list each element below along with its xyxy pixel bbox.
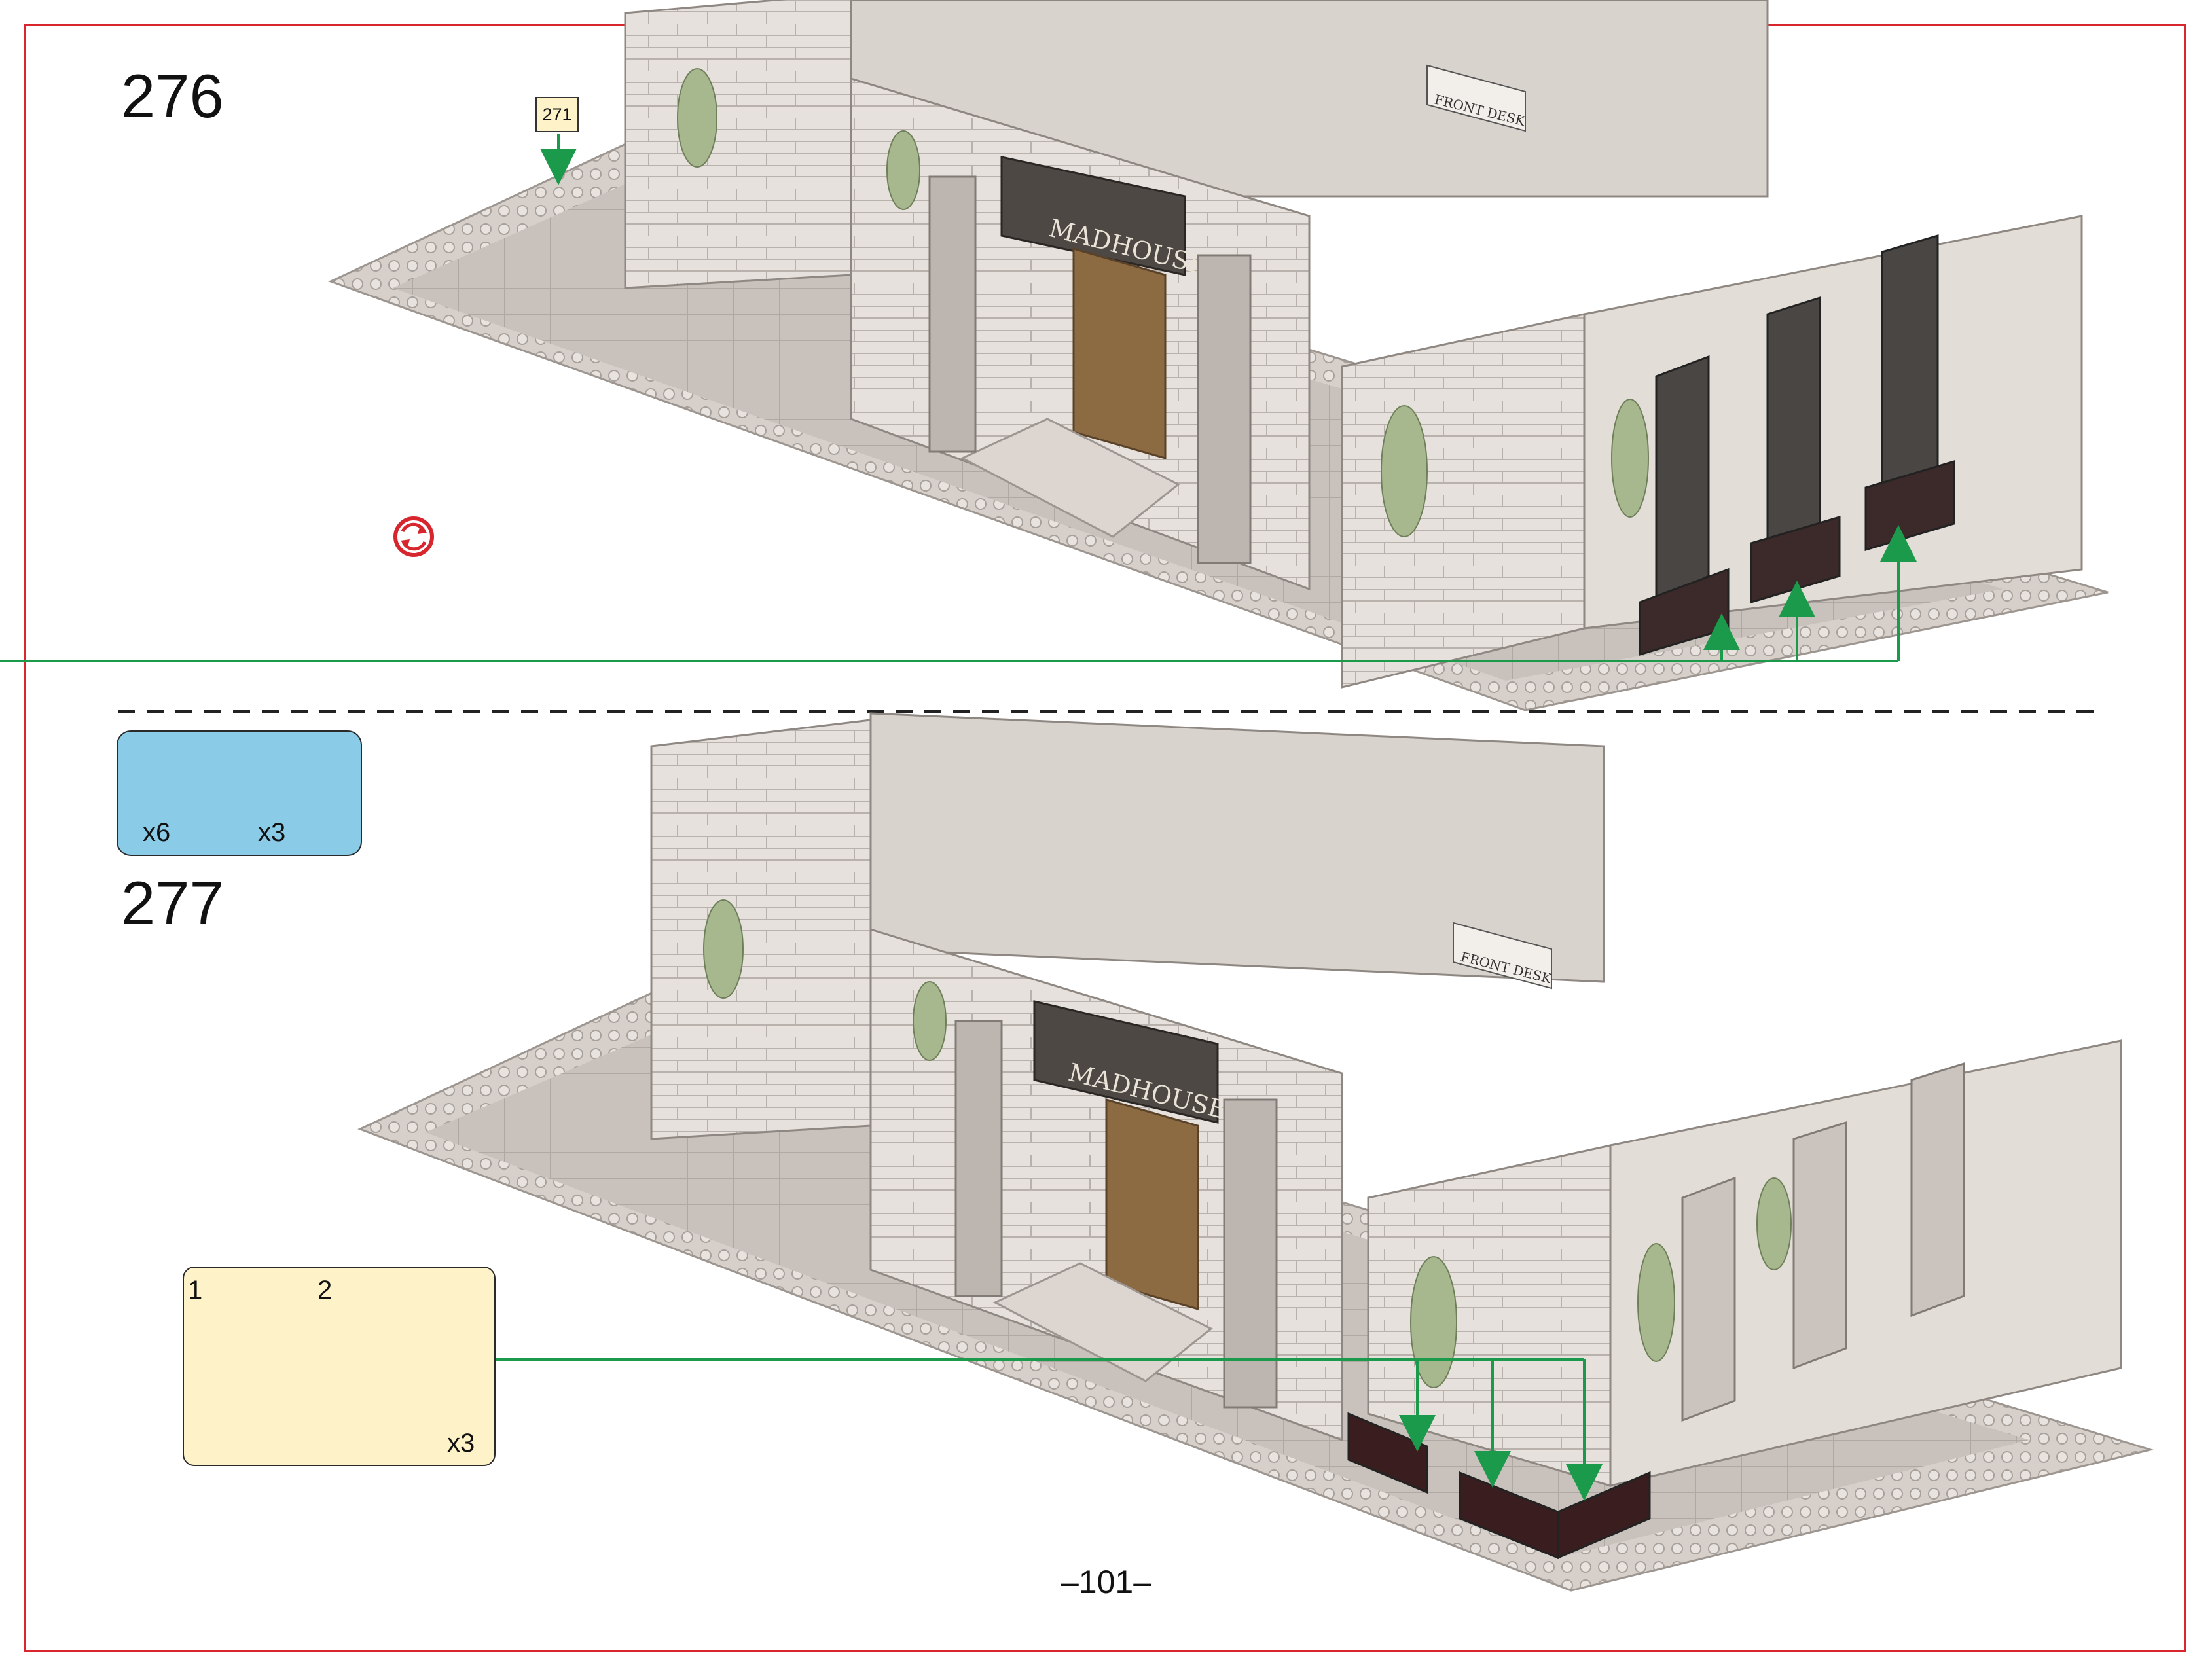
- left-building-wall: [650, 719, 872, 1140]
- dark-pillars: [1639, 234, 1955, 656]
- left-building-wall: [624, 0, 852, 289]
- entrance-doors: [1105, 1098, 1199, 1310]
- entrance-column: [928, 175, 977, 453]
- step-number: 276: [121, 62, 224, 130]
- step-276-model: MADHOUSE FRONT DESK: [328, 0, 2109, 711]
- part-quantity: x6: [143, 818, 171, 847]
- right-wing-wall: [1341, 313, 1586, 689]
- subassembly-multiplier: x3: [447, 1429, 475, 1458]
- rotate-model-icon: [393, 516, 434, 557]
- vine-decoration: [677, 68, 1649, 537]
- step-276-guide-lines: [0, 134, 1917, 662]
- reference-step-callout: 271: [535, 97, 579, 132]
- step-277-guide-lines: [496, 1358, 1603, 1501]
- madhouse-sign: MADHOUSE: [1033, 1000, 1229, 1124]
- light-pillars: [1681, 1062, 1965, 1422]
- entrance-column: [1223, 1098, 1278, 1409]
- entrance-column: [954, 1020, 1003, 1297]
- entrance-steps: [960, 418, 1180, 538]
- entrance-doors: [1072, 247, 1167, 459]
- rear-building: [869, 712, 1605, 983]
- page-number: –101–: [1060, 1564, 1152, 1600]
- substep-number: 1: [188, 1276, 203, 1304]
- subassembly-box: 1 2 x3: [183, 1267, 496, 1466]
- madhouse-sign: MADHOUSE: [1000, 156, 1210, 280]
- substep-number: 2: [317, 1276, 333, 1304]
- entrance-column: [1197, 254, 1252, 564]
- step-277-model: MADHOUSE FRONT DESK: [357, 712, 2154, 1592]
- part-quantity: x3: [258, 818, 286, 847]
- entrance-steps: [992, 1262, 1213, 1382]
- parts-list-box: x6 x3: [117, 730, 362, 856]
- vine-decoration: [703, 899, 1792, 1388]
- step-number: 277: [121, 869, 224, 937]
